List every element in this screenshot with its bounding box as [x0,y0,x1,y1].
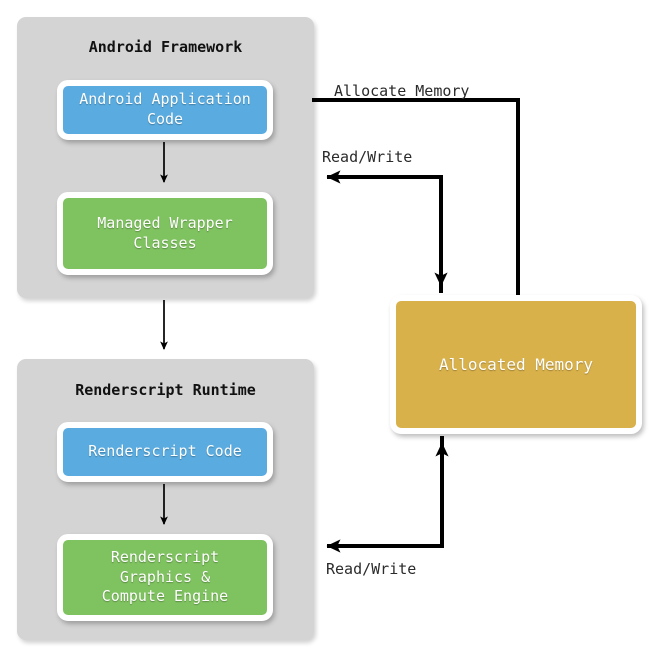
group-title-android-framework: Android Framework [88,38,243,56]
node-android-application-code[interactable]: Android Application Code [57,80,273,140]
node-managed-wrapper-classes[interactable]: Managed Wrapper Classes [57,192,273,275]
node-renderscript-graphics-compute-engine[interactable]: Renderscript Graphics & Compute Engine [57,534,273,621]
group-title-renderscript-runtime: Renderscript Runtime [75,381,256,399]
edge-allocate-memory [312,98,520,295]
node-renderscript-code[interactable]: Renderscript Code [57,422,273,482]
edge-read-write-bottom-to-runtime [326,436,444,553]
edge-label-read-write-bottom: Read/Write [326,560,417,578]
edge-label-allocate-memory: Allocate Memory [334,82,470,100]
edge-label-read-write-top: Read/Write [322,148,413,166]
node-allocated-memory[interactable]: Allocated Memory [390,295,642,434]
edge-read-write-top [326,170,443,293]
